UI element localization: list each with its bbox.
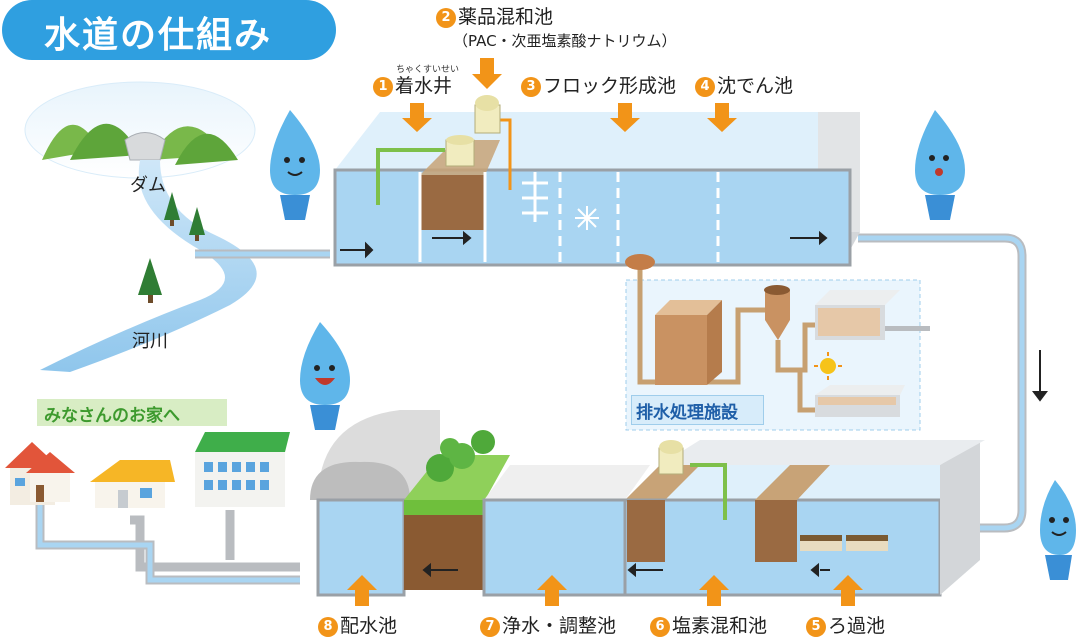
water-drop-character [300, 322, 350, 430]
dam-icon [124, 132, 166, 161]
tree-icon [138, 258, 162, 303]
dam-label: ダム [130, 175, 166, 196]
orange-up-arrow [347, 575, 863, 606]
flow-arrow [422, 350, 1048, 578]
flocculator-icon [522, 172, 548, 222]
mixer-icon [575, 206, 599, 230]
step-number-badge: 8 [318, 617, 338, 637]
step-number-badge: 1 [373, 77, 393, 97]
homes-label-box: みなさんのお家へ [37, 399, 227, 426]
step-1-ruby: ちゃくすいせい [396, 65, 460, 75]
step-number-badge: 2 [436, 8, 456, 28]
dam-landscape [24, 81, 257, 372]
drainage-label-box: 排水処理施設 [631, 395, 764, 425]
step-number-badge: 5 [806, 617, 826, 637]
tree-icon [426, 430, 495, 482]
lower-treatment-block [310, 350, 1048, 597]
tree-icon [189, 207, 205, 241]
step-2-chemicals: （PAC・次亜塩素酸ナトリウム） [453, 32, 677, 50]
chemical-tank-icon [445, 135, 475, 167]
drainage-label: 排水処理施設 [636, 403, 738, 423]
water-drop-character [1040, 480, 1076, 580]
step-number-badge: 3 [521, 77, 541, 97]
title-banner [2, 0, 336, 60]
orange-down-arrow [402, 58, 737, 132]
building-icon [195, 432, 290, 507]
step-number-badge: 4 [695, 77, 715, 97]
tree-icon [164, 192, 180, 226]
chemical-tank-icon [658, 440, 684, 475]
water-drop-character [915, 110, 965, 220]
drainage-facility [625, 254, 930, 431]
river [40, 160, 257, 372]
houses [5, 432, 290, 508]
pipe-inner [37, 235, 1025, 583]
house-icon [5, 442, 75, 505]
homes-label: みなさんのお家へ [44, 406, 180, 426]
chemical-tank-icon [474, 95, 501, 134]
page-title: 水道の仕組み [44, 15, 273, 56]
water-drop-character [270, 110, 320, 220]
river-label: 河川 [132, 331, 168, 352]
house-icon [90, 460, 175, 508]
step-number-badge: 6 [650, 617, 670, 637]
step-number-badge: 7 [480, 617, 500, 637]
sun-icon [814, 352, 842, 380]
upper-treatment-block [333, 95, 860, 267]
flow-arrow [340, 230, 828, 259]
